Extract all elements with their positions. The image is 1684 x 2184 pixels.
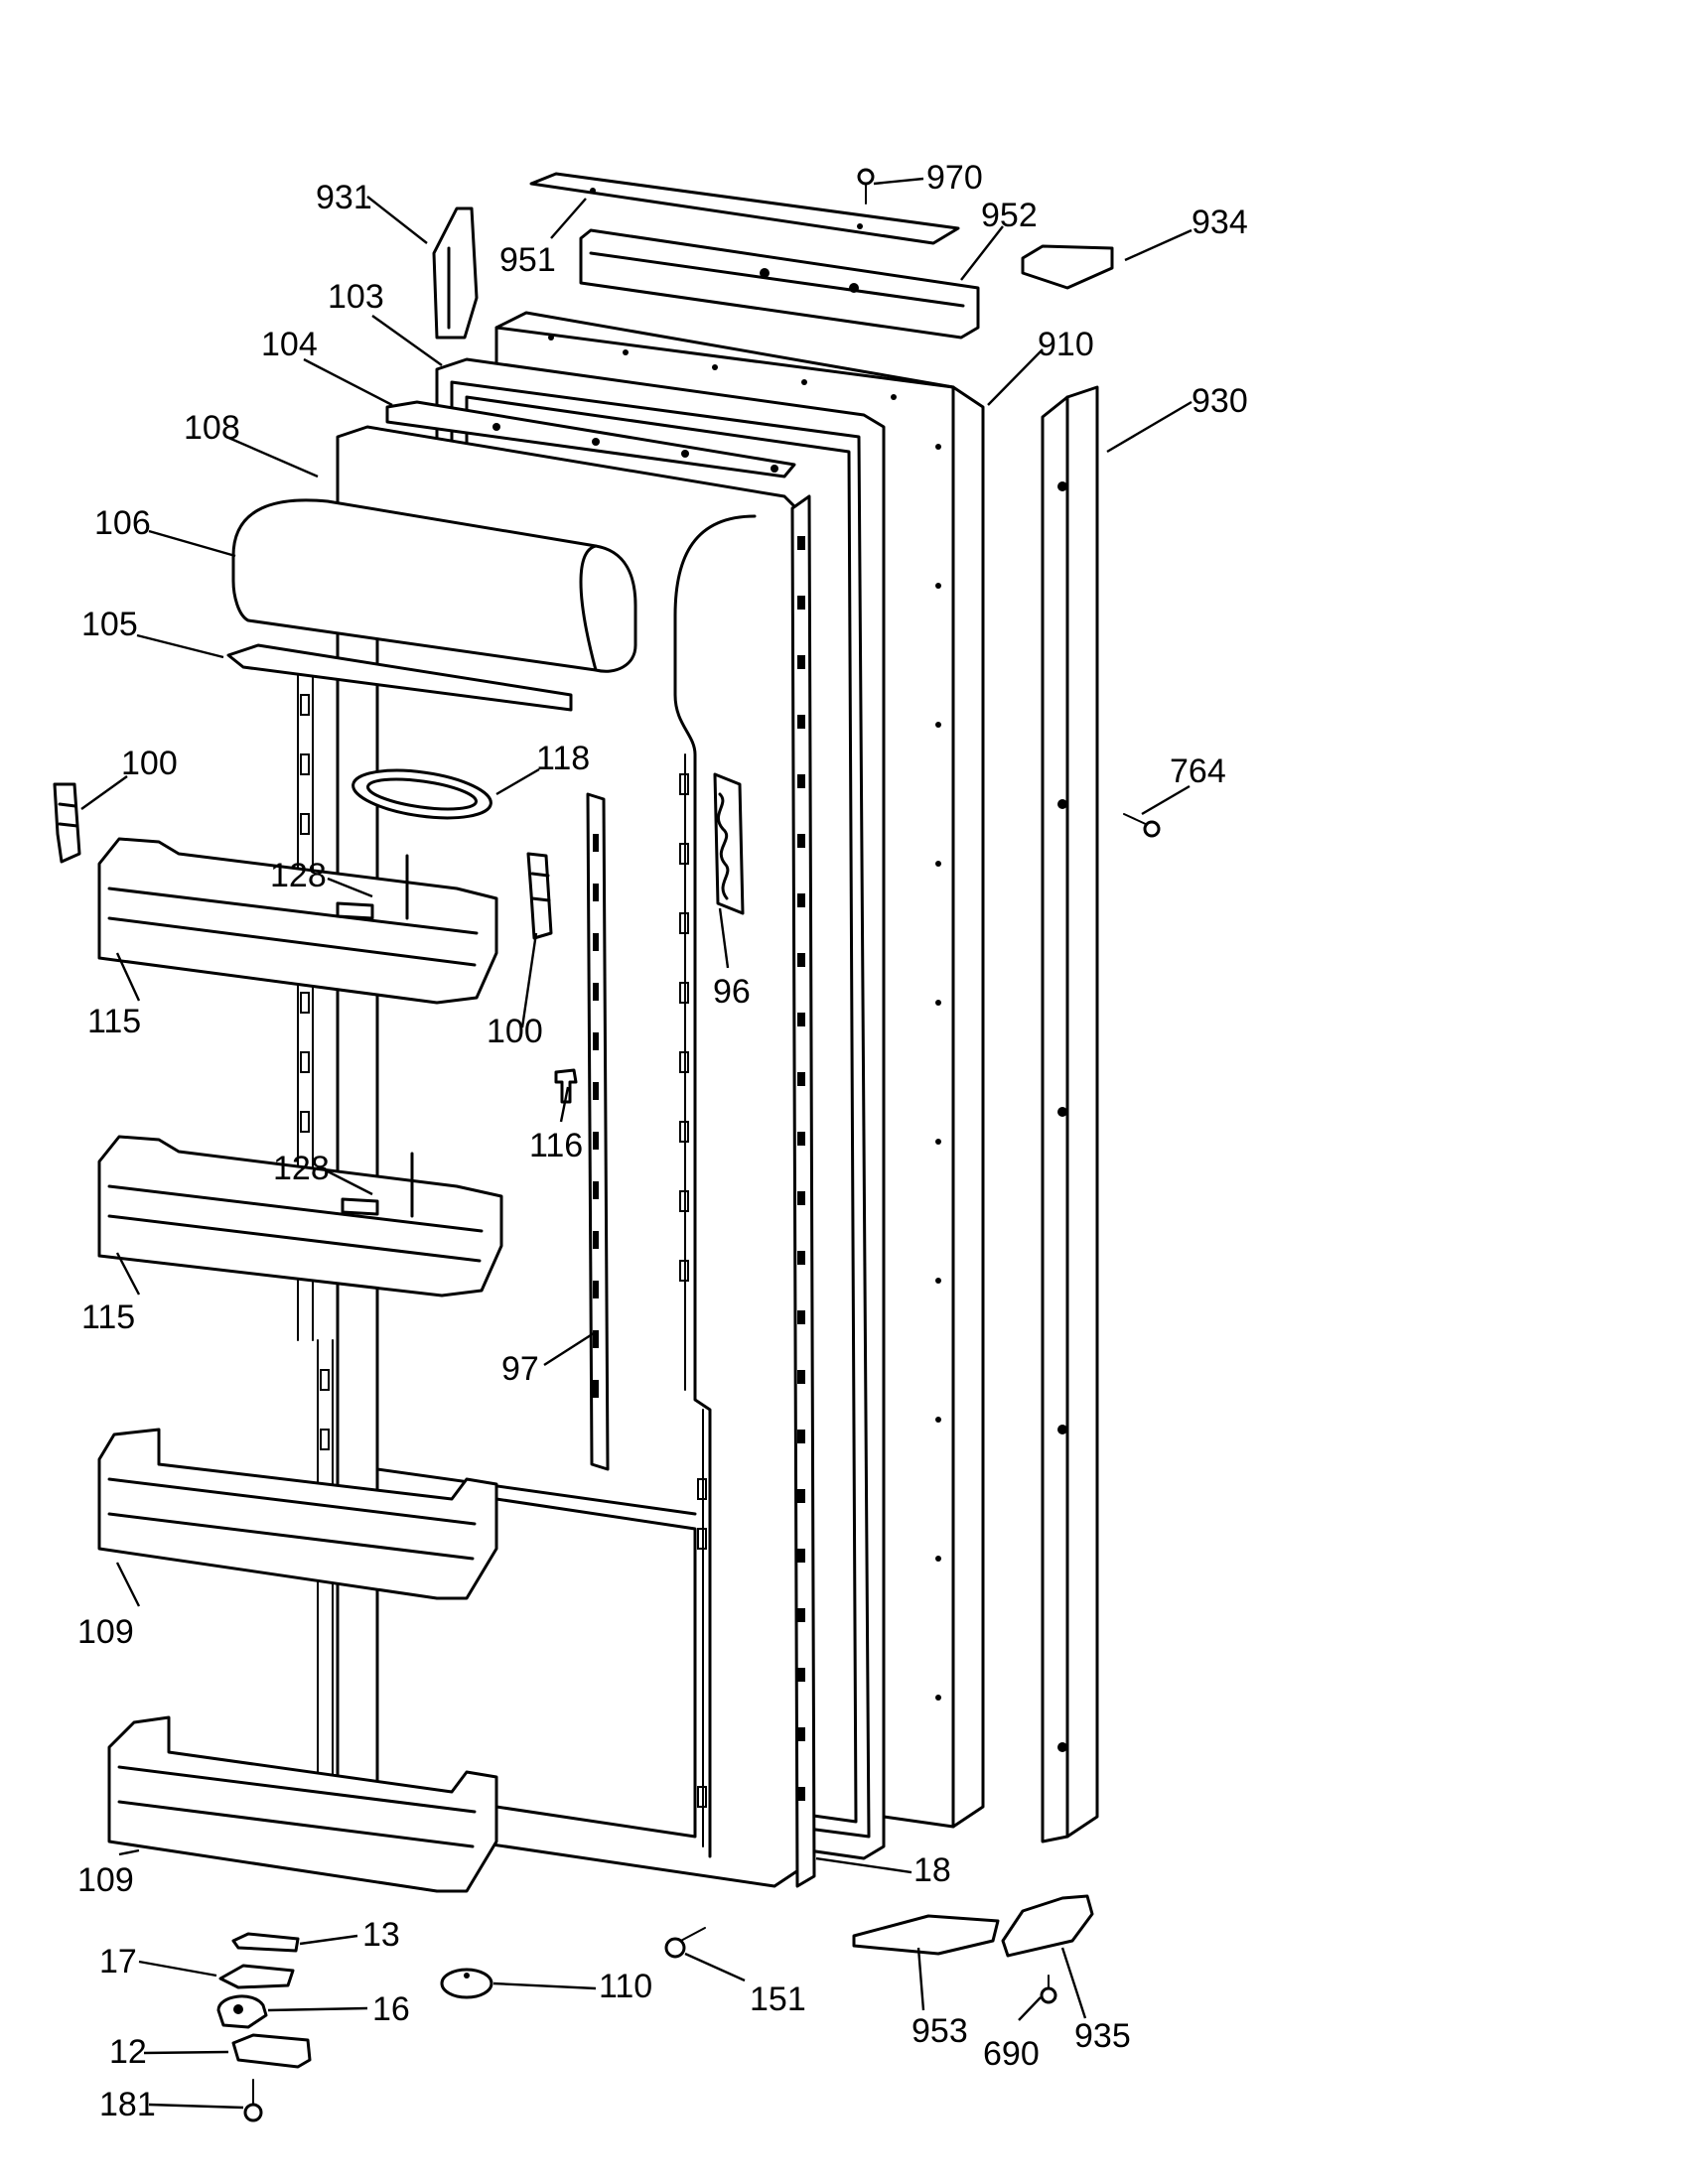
label-935: 935 [1074,2017,1131,2055]
screw-764 [1123,813,1161,838]
label-118: 118 [536,740,590,777]
label-910: 910 [1038,326,1094,363]
label-96: 96 [713,973,751,1011]
label-18: 18 [913,1851,951,1889]
part-labels: 970 931 952 934 951 103 910 104 930 108 … [77,159,1248,2123]
cam-16 [216,1994,268,2029]
label-934: 934 [1192,204,1248,241]
plug-button [554,1068,578,1104]
left-trim-strip [432,206,479,340]
screw-181 [243,2079,263,2122]
label-690: 690 [983,2035,1040,2073]
label-764: 764 [1170,752,1226,790]
door-handle [1041,385,1099,1843]
label-100-right: 100 [487,1013,543,1050]
label-970: 970 [926,159,983,197]
door-bin-lower [97,1135,503,1297]
label-105: 105 [81,606,138,643]
hinge-bracket-12 [231,2033,312,2069]
label-128-lower: 128 [273,1150,330,1187]
label-952: 952 [981,197,1038,234]
label-151: 151 [750,1980,806,2018]
label-109-lower: 109 [77,1861,134,1899]
trim-953 [852,1914,1000,1956]
label-109-upper: 109 [77,1613,134,1651]
hinge-cover-top [1021,244,1114,290]
label-108: 108 [184,409,240,447]
shelf-rail [586,792,610,1471]
top-cap-channel [579,228,980,340]
top-trim-cap [529,172,960,245]
label-931: 931 [316,179,372,216]
label-12: 12 [109,2033,147,2071]
bin-clip-right [526,852,553,940]
label-100-left: 100 [121,745,178,782]
inner-liner-strip [790,494,816,1888]
screw-690 [1040,1975,1057,2004]
label-116: 116 [529,1127,583,1164]
label-110: 110 [599,1968,652,2005]
label-13: 13 [362,1916,400,1954]
washer-17 [218,1964,295,1989]
butter-dish [351,768,492,820]
hinge-pin-bracket-13 [231,1932,300,1953]
label-106: 106 [94,504,151,542]
label-16: 16 [372,1990,410,2028]
label-115-upper: 115 [87,1003,141,1040]
label-104: 104 [261,326,318,363]
label-97: 97 [501,1350,539,1388]
label-128-upper: 128 [270,857,327,894]
door-bin-upper [97,837,498,1005]
spring-bracket [713,772,745,915]
shallow-bin-lower [107,1715,498,1893]
leader-lines [80,177,1193,2110]
label-103: 103 [328,278,384,316]
dairy-compartment-door [226,498,637,712]
stop-110 [440,1968,493,1999]
shallow-bin-upper [97,1428,498,1600]
label-17: 17 [99,1943,137,1980]
screw-151 [664,1927,706,1959]
label-181: 181 [99,2086,156,2123]
label-115-lower: 115 [81,1298,135,1336]
screw-970 [857,168,875,205]
label-953: 953 [912,2012,968,2050]
hinge-cover-935 [1001,1894,1094,1958]
top-mounting-bracket [385,400,796,478]
label-951: 951 [499,241,556,279]
label-930: 930 [1192,382,1248,420]
bin-clip-left [53,782,81,864]
